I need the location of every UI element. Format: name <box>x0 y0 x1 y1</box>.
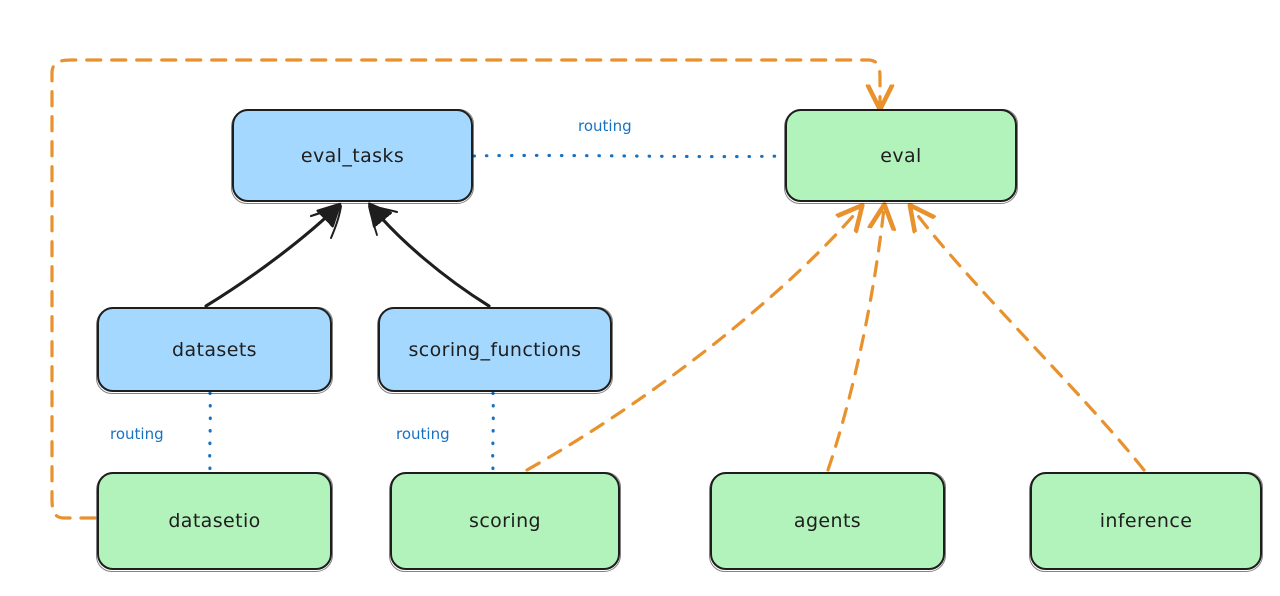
edge-datasets-to-datasetio <box>208 391 212 472</box>
edge-agents-to-eval <box>826 208 884 472</box>
node-inference-label: inference <box>1099 510 1193 532</box>
node-eval-tasks-label: eval_tasks <box>300 144 405 167</box>
node-datasets[interactable]: datasets <box>96 307 333 394</box>
edge-datasets-to-eval-tasks <box>204 206 342 308</box>
edge-scoring-to-eval <box>525 208 860 472</box>
edge-inference-to-eval <box>912 208 1146 472</box>
edge-scoring-functions-to-eval-tasks <box>369 206 491 308</box>
node-scoring-functions[interactable]: scoring_functions <box>377 307 613 394</box>
node-agents-label: agents <box>793 510 862 532</box>
node-datasetio[interactable]: datasetio <box>96 472 333 572</box>
node-datasets-label: datasets <box>172 338 257 361</box>
node-datasetio-label: datasetio <box>168 510 261 532</box>
node-eval[interactable]: eval <box>784 109 1018 204</box>
node-scoring[interactable]: scoring <box>389 472 621 572</box>
edge-label-routing-eval: routing <box>578 117 632 135</box>
node-inference[interactable]: inference <box>1029 472 1263 572</box>
edge-label-routing-scoring: routing <box>396 425 450 443</box>
node-scoring-label: scoring <box>469 510 541 532</box>
node-agents[interactable]: agents <box>709 472 946 572</box>
node-eval-tasks[interactable]: eval_tasks <box>231 109 474 204</box>
edge-eval-tasks-to-eval <box>472 153 786 159</box>
edge-label-routing-datasets: routing <box>110 425 164 443</box>
node-eval-label: eval <box>880 144 922 167</box>
edge-scoring-functions-to-scoring <box>491 391 495 472</box>
node-scoring-functions-label: scoring_functions <box>408 338 582 361</box>
